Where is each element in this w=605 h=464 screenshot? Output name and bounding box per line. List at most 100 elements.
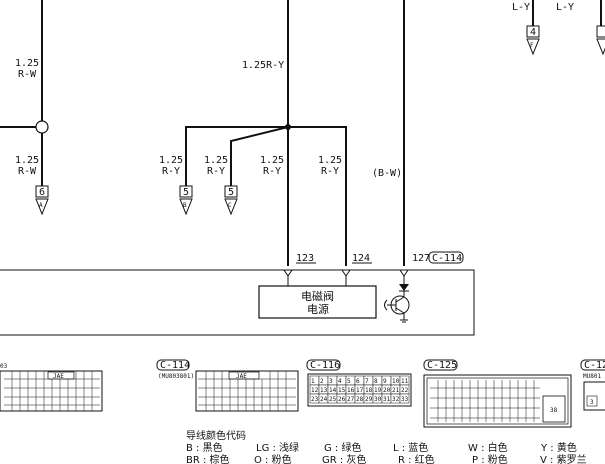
wire-color-branch-c: R-Y xyxy=(263,166,281,177)
legend-item: R : 红色 xyxy=(398,453,435,464)
c116-pin-number: 11 xyxy=(401,378,409,385)
c116-pin-number: 21 xyxy=(392,387,400,394)
legend-item: BR : 棕色 xyxy=(186,453,230,464)
c116-pin-number: 22 xyxy=(401,387,409,394)
legend-item: V : 紫罗兰 xyxy=(540,453,587,464)
wire-label-main: 1.25R-Y xyxy=(242,60,284,71)
legend-item: Y : 黄色 xyxy=(540,441,577,454)
wire-size-branch-d: 1.25 xyxy=(318,155,342,166)
legend-item: L : 蓝色 xyxy=(393,441,428,454)
wire-label-l-y-1: L-Y xyxy=(512,2,530,13)
connector-view-left: 03 JAE xyxy=(0,363,103,412)
c116-pin-number: 7 xyxy=(365,378,369,385)
c116-pin-number: 3 xyxy=(329,378,333,385)
connector-5-b: 5 B xyxy=(179,185,193,216)
c116-pin-number: 29 xyxy=(365,396,373,403)
wire-branch-a xyxy=(185,126,288,186)
connector-5-c: 5 C xyxy=(224,185,238,216)
c116-pin-number: 19 xyxy=(374,387,382,394)
c116-pin-number: 23 xyxy=(311,396,319,403)
component-label-2: 电源 xyxy=(307,302,329,316)
wire-color-branch-d: R-Y xyxy=(321,166,339,177)
solenoid-power-block xyxy=(258,285,377,319)
wire-color-left-upper: R-W xyxy=(18,69,37,80)
wire-size-branch-b: 1.25 xyxy=(204,155,228,166)
c116-pin-number: 17 xyxy=(356,387,364,394)
c116-pin-number: 8 xyxy=(374,378,378,385)
c116-pin-number: 20 xyxy=(383,387,391,394)
c116-pin-number: 4 xyxy=(338,378,342,385)
wire-color-branch-b: R-Y xyxy=(207,166,225,177)
svg-text:C-116: C-116 xyxy=(310,360,340,371)
svg-text:5: 5 xyxy=(183,187,189,198)
wire-label-bw: (B-W) xyxy=(372,168,402,179)
c116-pin-number: 1 xyxy=(311,378,315,385)
legend-item: B : 黑色 xyxy=(186,441,223,454)
svg-text:5: 5 xyxy=(228,187,234,198)
pin-arrow-127 xyxy=(399,269,409,277)
connector-4-f: 4 F xyxy=(526,25,540,56)
connector-partial-right xyxy=(596,25,605,38)
c116-pin-number: 15 xyxy=(338,387,346,394)
connector-c114-tag xyxy=(428,251,464,264)
wire-size-branch-c: 1.25 xyxy=(260,155,284,166)
connector-view-c125: C-125 38 xyxy=(423,359,572,428)
svg-text:03: 03 xyxy=(0,363,8,370)
connector-partial-right-arrow xyxy=(596,38,605,56)
legend-item: O : 粉色 xyxy=(254,453,292,464)
c116-pin-number: 26 xyxy=(338,396,346,403)
c116-pin-number: 33 xyxy=(401,396,409,403)
legend-title: 导线颜色代码 xyxy=(186,429,246,442)
svg-text:C-125: C-125 xyxy=(427,360,457,371)
wire-branch-b xyxy=(230,126,289,186)
c116-pin-number: 14 xyxy=(329,387,337,394)
c116-pin-number: 27 xyxy=(347,396,355,403)
pin-124: 124 xyxy=(352,253,370,264)
legend-item: P : 粉色 xyxy=(472,453,508,464)
legend-item: GR : 灰色 xyxy=(322,453,366,464)
svg-text:B: B xyxy=(183,202,187,209)
c116-pin-number: 2 xyxy=(320,378,324,385)
svg-text:C-12: C-12 xyxy=(584,360,605,371)
c116-pin-number: 30 xyxy=(374,396,382,403)
c116-pin-number: 18 xyxy=(365,387,373,394)
c116-pin-number: 28 xyxy=(356,396,364,403)
pin-123: 123 xyxy=(296,253,314,264)
c116-pin-number: 16 xyxy=(347,387,355,394)
svg-text:38: 38 xyxy=(550,407,558,414)
svg-text:(MU803801): (MU803801) xyxy=(158,373,194,380)
connector-view-c114: C-114 (MU803801) JAE xyxy=(156,359,299,412)
legend-item: LG : 浅绿 xyxy=(256,441,299,454)
svg-text:MU801: MU801 xyxy=(583,373,601,380)
pin-arrow-124 xyxy=(341,269,351,277)
c116-pin-number: 13 xyxy=(320,387,328,394)
wire-color-left-lower: R-W xyxy=(18,166,37,177)
c116-pin-cell xyxy=(399,393,410,404)
wire-label-l-y-2: L-Y xyxy=(556,2,574,13)
wire-color-branch-a: R-Y xyxy=(162,166,180,177)
c116-pin-number: 12 xyxy=(311,387,319,394)
connector-view-c12x: C-12 MU801 3 xyxy=(580,359,605,411)
connector-6-a: 6 A xyxy=(35,185,49,216)
c116-pin-number: 25 xyxy=(329,396,337,403)
pin-connector-label: C-114 xyxy=(432,253,462,264)
svg-text:4: 4 xyxy=(530,27,536,38)
wire-branch-d xyxy=(288,126,347,266)
c116-pin-number: 5 xyxy=(347,378,351,385)
svg-text:JAE: JAE xyxy=(236,373,247,380)
pin-arrow-123 xyxy=(283,269,293,277)
c116-pin-number: 32 xyxy=(392,396,400,403)
legend-item: G : 绿色 xyxy=(324,441,361,454)
component-label-1: 电磁阀 xyxy=(301,289,334,303)
c116-pin-number: 31 xyxy=(383,396,391,403)
color-code-legend: 导线颜色代码 B : 黑色 LG : 浅绿 G : 绿色 L : 蓝色 W : … xyxy=(186,429,587,464)
ecu-box xyxy=(0,269,475,336)
svg-text:A: A xyxy=(39,202,43,209)
svg-text:F: F xyxy=(530,42,534,49)
pin-127: 127 xyxy=(412,253,430,264)
wire-size-left-lower: 1.25 xyxy=(15,155,39,166)
c116-pin-number: 9 xyxy=(383,378,387,385)
wire-size-left-upper: 1.25 xyxy=(15,58,39,69)
